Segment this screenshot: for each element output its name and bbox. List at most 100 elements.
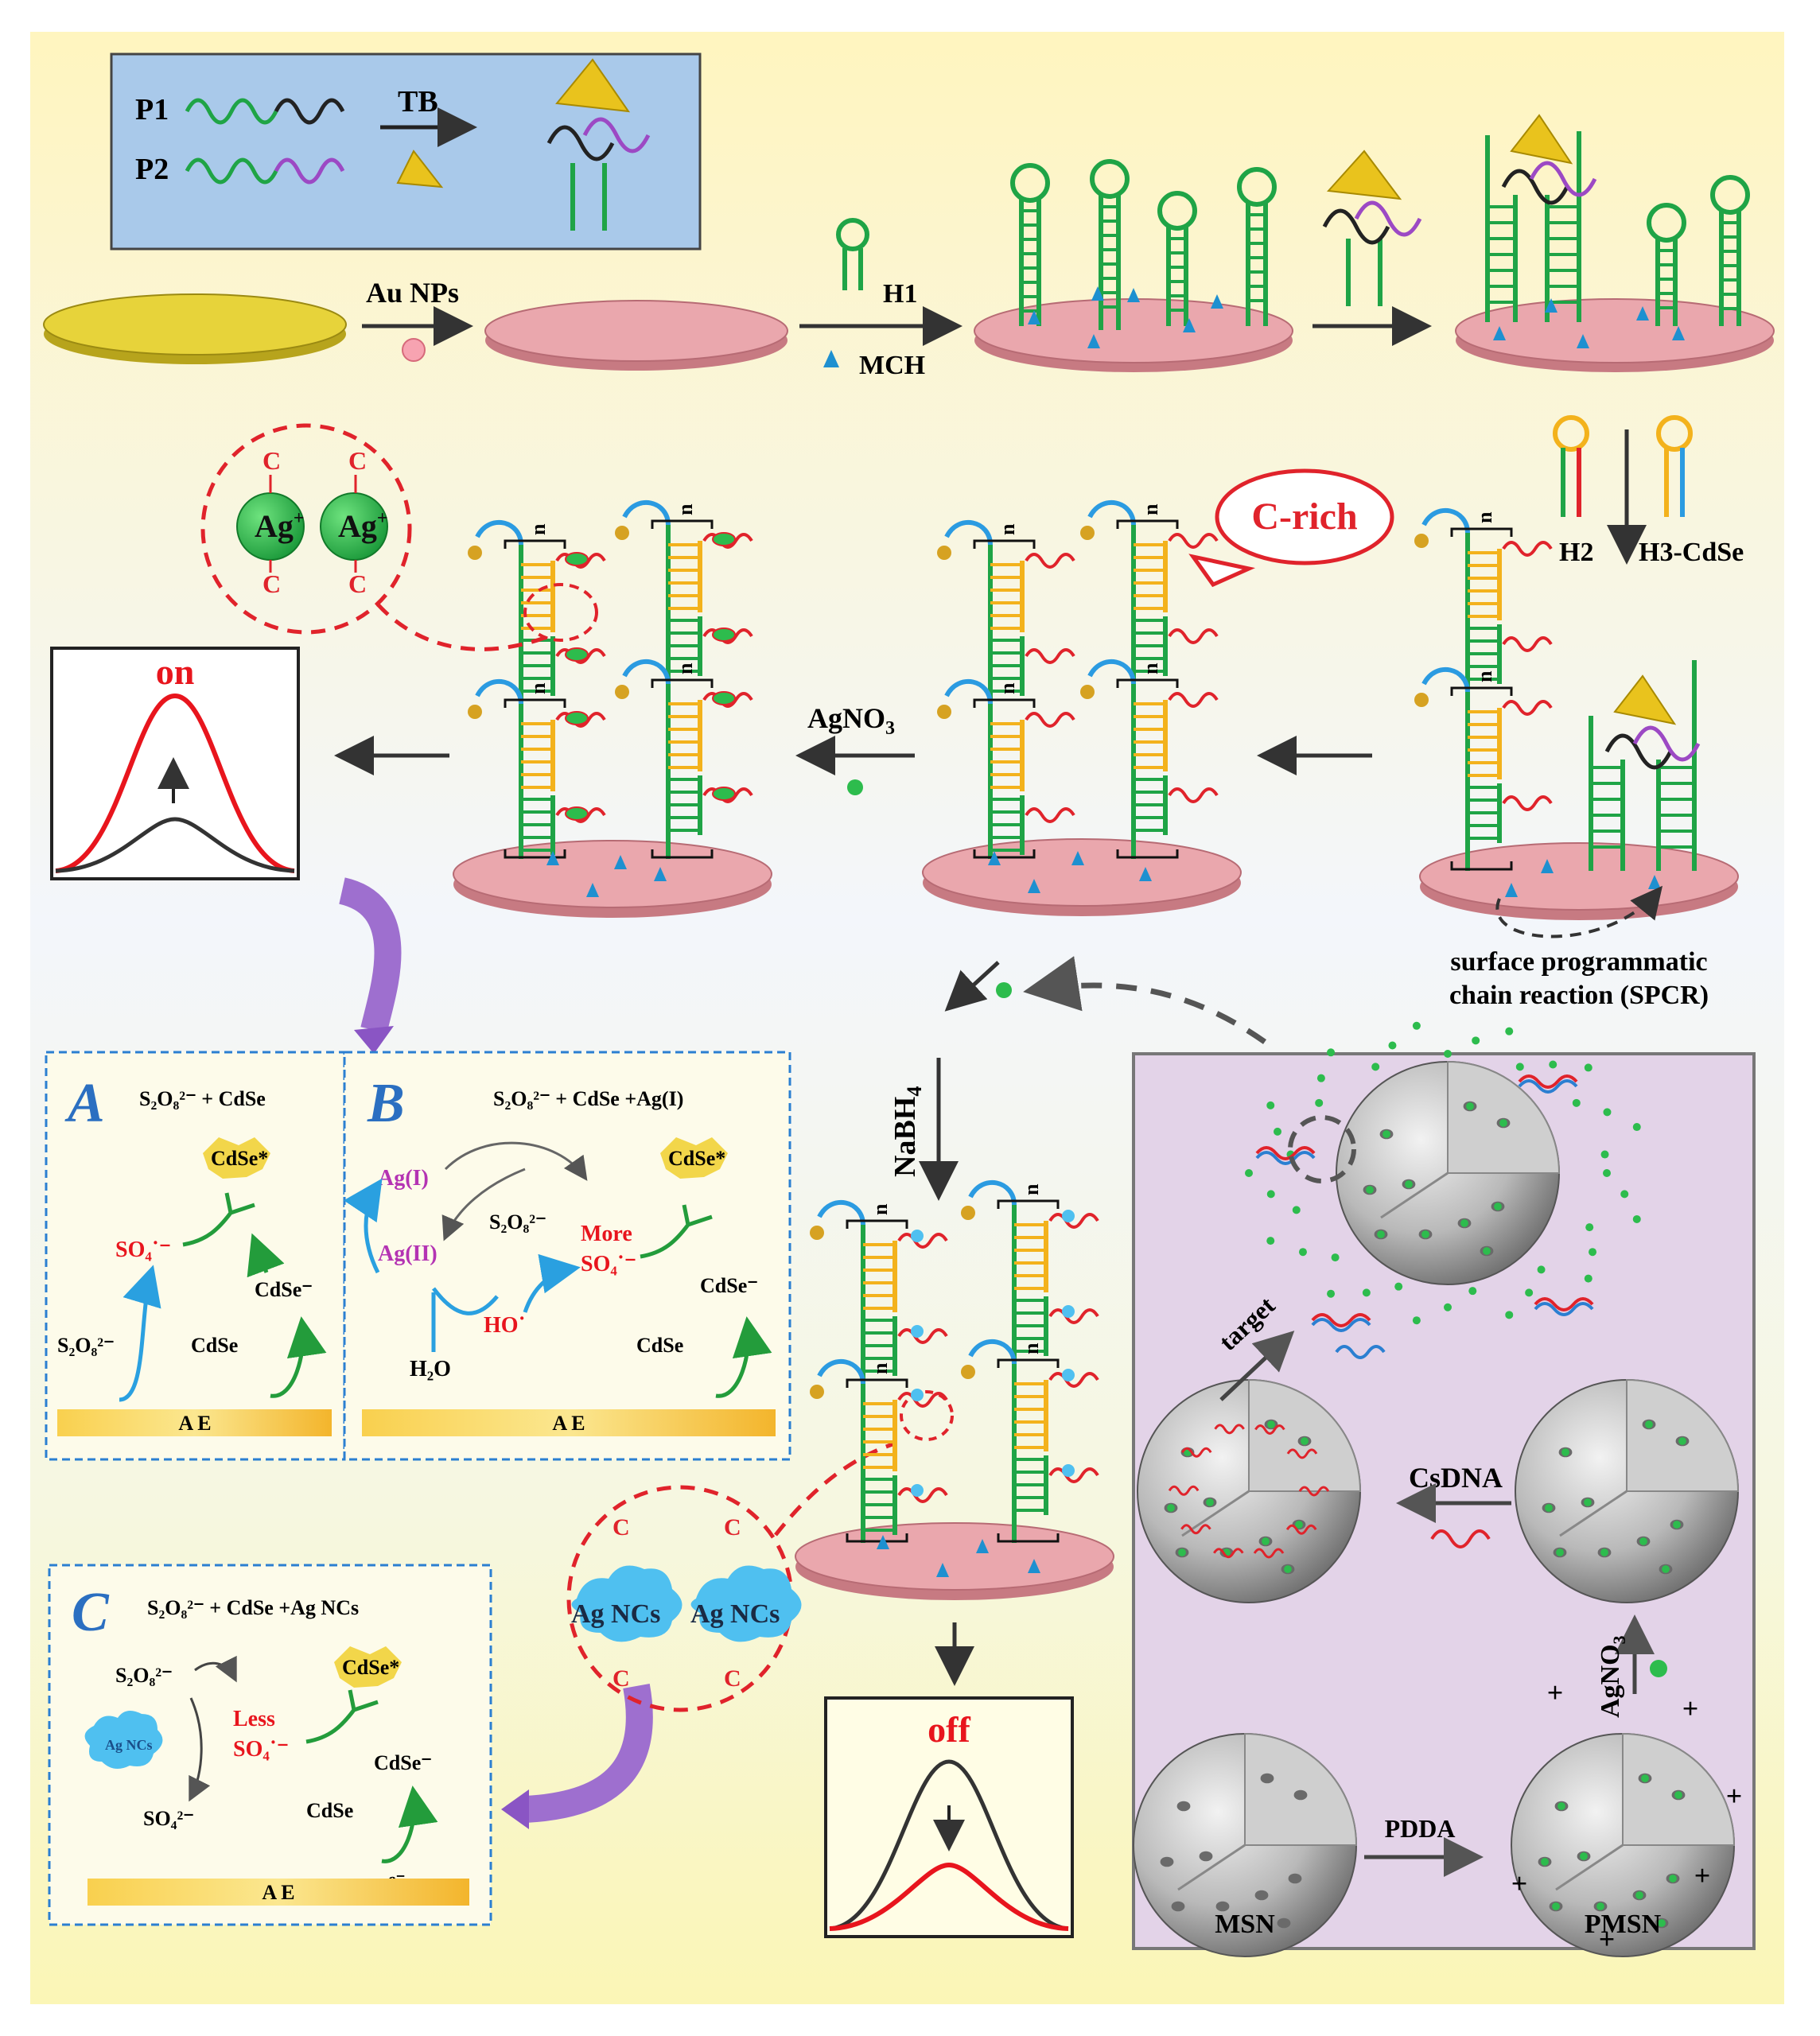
pore (1277, 1917, 1291, 1929)
ag-release-dot (1412, 1316, 1421, 1325)
captured-strands (1485, 114, 1750, 348)
plus-sign: + (1694, 1859, 1711, 1891)
sphere-cut-edge (1555, 1844, 1624, 1891)
au-np-icon (402, 338, 426, 362)
ag-cargo (1596, 1902, 1604, 1910)
ag-nc-bound (1062, 1464, 1075, 1477)
hairpin-loop (1710, 175, 1750, 215)
off-black-curve (829, 1759, 1069, 1931)
ag-ion-circle: Ag+ Ag+ C C C C (200, 423, 598, 651)
ag-release-dot (1505, 1311, 1514, 1319)
c-rich-tail (1048, 1372, 1099, 1388)
p1-label: P1 (135, 93, 169, 126)
repeat-n: n (1139, 503, 1162, 515)
release-highlight-circle (1288, 1115, 1356, 1183)
plus-signs: ++++++ (1511, 1677, 1743, 1955)
repeat-n: n (527, 523, 550, 535)
csdna-strand (1286, 1448, 1318, 1459)
blue-strand (968, 1180, 1017, 1206)
pore (1293, 1789, 1308, 1801)
ag-release-dot (1472, 1036, 1480, 1045)
c-rich-tail (1168, 787, 1219, 803)
mch-triangle (1127, 288, 1140, 302)
csdna-strand (1253, 1548, 1285, 1559)
p1-strand (185, 98, 278, 125)
blue-strand (475, 679, 523, 705)
on-signal-box: on (50, 647, 300, 880)
panel-b-title: S₂O₈²⁻ + CdSe +Ag(I) (493, 1087, 683, 1110)
sphere-cutaway (1244, 1732, 1358, 1846)
c-rich-tail (1502, 541, 1553, 557)
c-label: C (724, 1514, 741, 1541)
repeat-n: n (527, 682, 550, 694)
mch-triangle (1672, 326, 1685, 340)
c-rich-tail (1025, 553, 1075, 569)
mch-triangle (546, 851, 559, 865)
ag-cargo (1206, 1498, 1214, 1506)
s2o8-c: S₂O₈²⁻ (115, 1664, 173, 1687)
ag-release-dot (1298, 1248, 1307, 1257)
so4-radical-a: SO₄˙⁻ (115, 1238, 171, 1262)
p1-black-strand (274, 98, 345, 125)
repeat-bracket (504, 539, 566, 549)
ag-dot-msn (1650, 1660, 1667, 1677)
c-rich-tail (897, 1233, 948, 1249)
ag-release-dot (1266, 1101, 1275, 1109)
less-c: Less (233, 1707, 275, 1731)
c-label: C (724, 1665, 741, 1692)
blue-strand (817, 1359, 865, 1385)
hairpin-loop (1237, 167, 1277, 207)
pore (1176, 1801, 1191, 1812)
ag-nc-bound (911, 1230, 924, 1242)
sphere-cutaway (1447, 1060, 1561, 1174)
repeat-n: n (674, 662, 697, 674)
h2o-b: H₂O (410, 1357, 451, 1381)
repeat-bracket (973, 539, 1036, 549)
cdse-bead (615, 685, 629, 699)
ag-cargo (1674, 1791, 1682, 1799)
c-rich-tail (1048, 1467, 1099, 1483)
sphere-cut-edge (1559, 1490, 1628, 1537)
c-rich-tail (555, 807, 606, 823)
pmsn-label: PMSN (1585, 1910, 1662, 1939)
ag-release-dot (1371, 1063, 1380, 1071)
msn-label: MSN (1215, 1910, 1275, 1939)
ag-ncs-label-1: Ag NCs (571, 1599, 660, 1629)
released-dna (1255, 1074, 1594, 1359)
mch-triangle (1087, 334, 1100, 348)
ag-ion-bound (565, 647, 589, 662)
cdse-b: CdSe (636, 1334, 683, 1357)
c-rich-tail (1048, 1213, 1099, 1229)
cdse-bead (615, 526, 629, 540)
repeat-n: n (996, 682, 1019, 694)
c-rich-tail (702, 533, 753, 549)
cdse-bead (961, 1365, 975, 1379)
c-rich-tail (1048, 1308, 1099, 1324)
on-label: on (156, 651, 195, 692)
ag-i-b: Ag(I) (378, 1166, 429, 1191)
electrode-bar-c (88, 1879, 469, 1906)
repeat-bracket (651, 519, 714, 529)
blue-strand (944, 679, 993, 705)
ag-release-dot (1603, 1169, 1611, 1177)
panel-c-letter: C (72, 1582, 110, 1643)
tb-target-icon (396, 150, 444, 188)
ag-ncs-label-2: Ag NCs (690, 1599, 780, 1629)
ag-release-dot (1315, 1098, 1324, 1107)
c-rich-tail (1168, 692, 1219, 708)
mch-triangle (1493, 326, 1506, 340)
ag-cargo (1267, 1420, 1275, 1428)
ag-cargo (1658, 1919, 1666, 1927)
c-rich-tail (702, 628, 753, 644)
aptamer-strand (1604, 733, 1673, 770)
h2-label: H2 (1559, 538, 1593, 567)
cdse-bead (1414, 693, 1429, 707)
ag-release-dot (1444, 1050, 1452, 1058)
ag-release-dot (1266, 1237, 1275, 1245)
ag-ion-bound (712, 787, 736, 801)
c-rich-tail (1502, 700, 1553, 716)
ag-dot-nabh4 (996, 982, 1012, 998)
on-black-curve (55, 817, 295, 873)
